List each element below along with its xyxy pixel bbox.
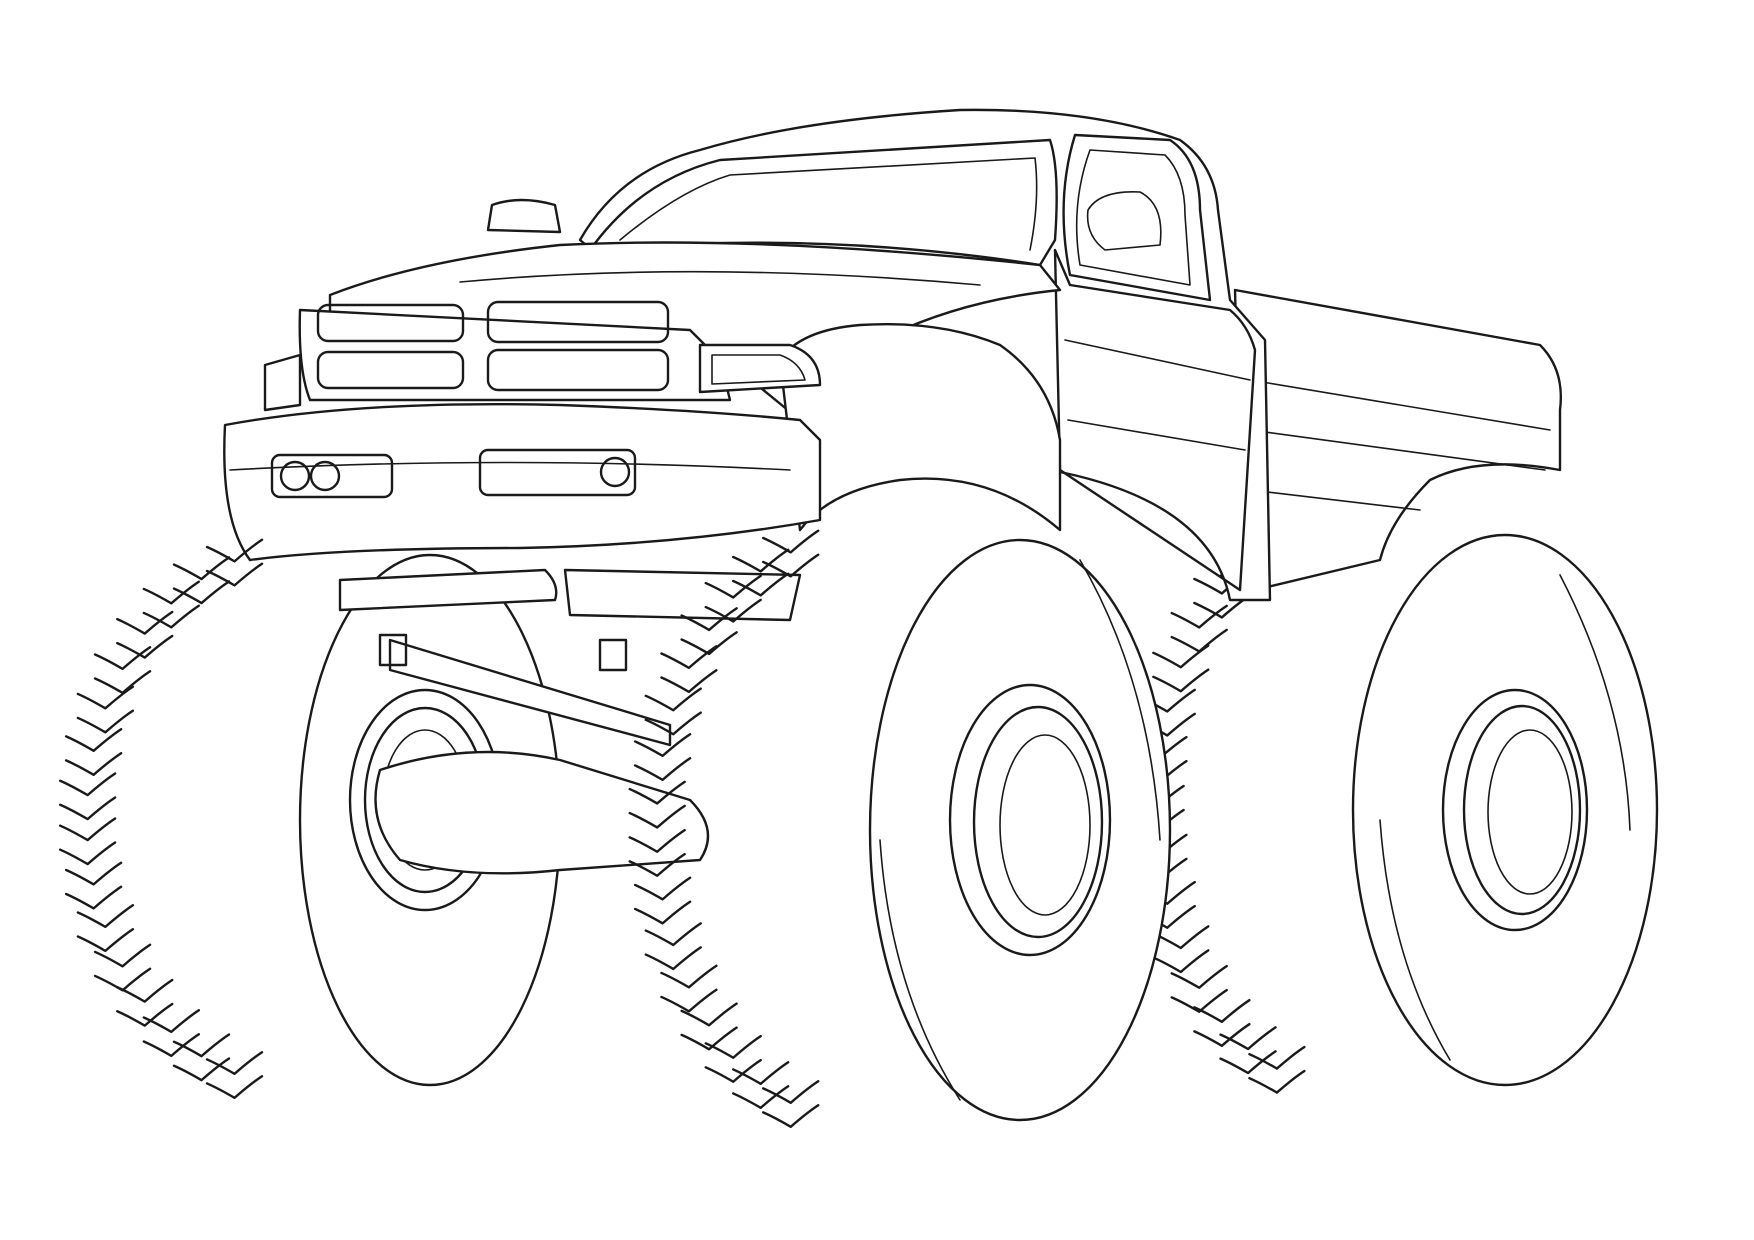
tread-lug xyxy=(205,538,264,587)
side-mirror-seat xyxy=(1086,191,1162,251)
fog-light-left-1 xyxy=(279,460,311,492)
tread-lug xyxy=(64,861,123,910)
tread-lug xyxy=(628,780,686,829)
side-window xyxy=(1062,133,1212,302)
rear-right-rim-outer xyxy=(1441,688,1589,932)
headlight-lens xyxy=(711,354,806,385)
fog-light-housing-right xyxy=(478,448,637,497)
bed-line-3 xyxy=(1249,489,1421,511)
fog-light-right xyxy=(599,456,631,488)
tread-lug xyxy=(660,964,718,1013)
rear-right-tire-edge-line-2 xyxy=(1379,819,1451,1061)
tread-lug xyxy=(116,978,174,1027)
truck-body xyxy=(223,108,1562,602)
fog-light-left-2 xyxy=(309,460,341,492)
front-right-hub xyxy=(999,734,1091,916)
tread-lug xyxy=(680,607,738,656)
tread-lug xyxy=(172,1033,231,1082)
front-right-rim-inner xyxy=(972,705,1104,939)
tread-lug xyxy=(58,817,117,866)
bed-line-2 xyxy=(1249,429,1546,471)
tread-lug xyxy=(628,828,686,877)
lower-link xyxy=(388,638,672,747)
leaf-spring-bar xyxy=(338,568,558,612)
side-window-inner xyxy=(1075,149,1191,286)
tread-lug xyxy=(644,922,702,971)
tread-lug xyxy=(731,1061,790,1110)
tread-lug xyxy=(633,733,692,782)
tread-lug xyxy=(142,1009,201,1058)
tread-lug xyxy=(64,728,123,777)
tread-lug xyxy=(58,772,117,821)
tread-lug xyxy=(704,574,762,623)
grille-slot-top-right xyxy=(486,300,670,344)
door-crease-2 xyxy=(1067,419,1246,451)
tread-lug xyxy=(76,685,135,734)
tread-lug xyxy=(93,943,152,992)
front-right-rim-outer xyxy=(948,683,1112,957)
tread-lug xyxy=(633,876,692,925)
tread-lug xyxy=(731,548,790,597)
tread-lug xyxy=(93,646,152,695)
tread-lug xyxy=(116,610,174,659)
tread-lug xyxy=(761,1080,820,1129)
windshield xyxy=(588,138,1058,267)
roof-light xyxy=(486,198,562,234)
front-right-tire-edge-line xyxy=(1079,559,1161,841)
tread-lug xyxy=(1170,604,1228,653)
door-crease-1 xyxy=(1064,339,1251,381)
tread-lug xyxy=(761,529,820,578)
rear-right-wheel xyxy=(1127,523,1659,1094)
tread-lug xyxy=(1193,998,1251,1047)
rear-right-hub xyxy=(1487,729,1573,895)
front-right-tire-face xyxy=(868,538,1172,1122)
tread-lug xyxy=(680,1002,738,1051)
tread-lug xyxy=(205,1051,264,1100)
upper-link xyxy=(563,568,802,622)
tread-lug xyxy=(172,556,231,605)
front-right-wheel xyxy=(628,529,1172,1129)
shock-mount-left xyxy=(378,633,408,667)
grille-slot-top-left xyxy=(316,303,465,343)
front-bumper xyxy=(223,402,822,562)
tread-lug xyxy=(1219,1026,1277,1075)
tread-lug xyxy=(1152,925,1210,974)
tread-lug xyxy=(644,687,702,736)
front-axle-housing xyxy=(374,750,710,875)
tread-lug xyxy=(704,1034,762,1083)
grille-slot-bottom-left xyxy=(316,350,465,390)
rear-right-tire-edge-line xyxy=(1559,574,1631,831)
fog-light-housing-left xyxy=(270,453,394,499)
tread-lug xyxy=(142,580,201,629)
hood-crease xyxy=(459,270,981,286)
bed-line-1 xyxy=(1249,379,1551,431)
truck-bed xyxy=(1233,288,1562,592)
rear-right-tire-face xyxy=(1351,533,1659,1087)
front-fender xyxy=(778,322,1062,532)
cab-door xyxy=(1053,248,1257,592)
front-right-tire-edge-line-2 xyxy=(879,839,961,1101)
tread-lug xyxy=(1248,1045,1306,1094)
shock-mount-right xyxy=(598,638,628,672)
tread-lug xyxy=(660,645,718,694)
rear-right-rim-inner xyxy=(1462,704,1582,916)
tread-lug xyxy=(1152,644,1210,693)
front-right-tire-tread xyxy=(628,529,820,1129)
tread-lug xyxy=(1170,964,1228,1013)
left-corner-light xyxy=(263,353,302,412)
windshield-inner xyxy=(619,157,1038,251)
front-left-tire-tread xyxy=(58,538,264,1100)
grille-slot-bottom-right xyxy=(486,348,670,392)
headlight xyxy=(698,343,822,394)
tread-lug xyxy=(76,904,135,953)
front-suspension xyxy=(338,568,802,875)
